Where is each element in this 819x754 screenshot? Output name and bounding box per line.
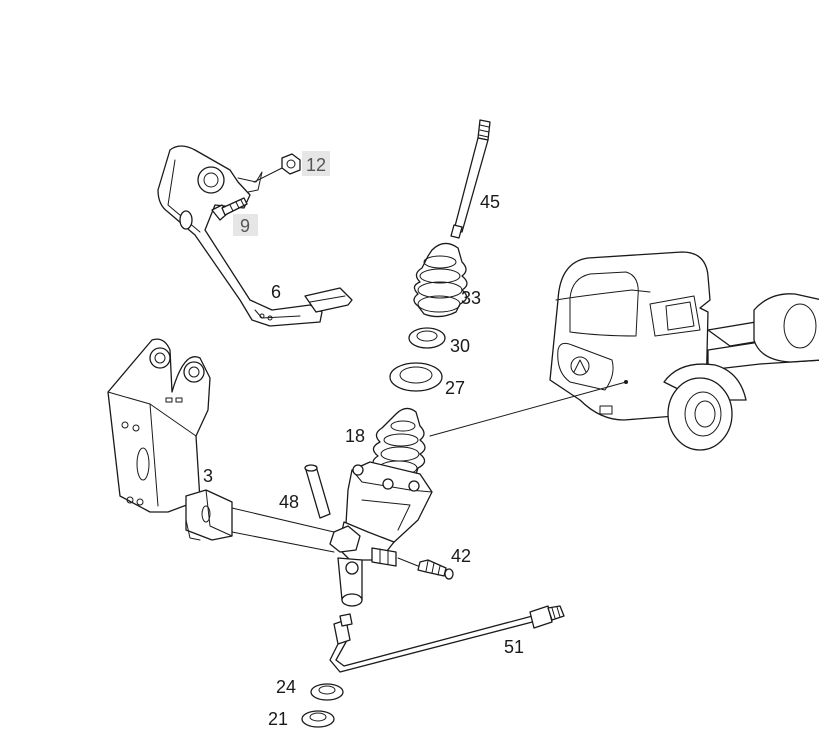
label-21: 21 [268, 709, 288, 729]
mounting-bracket-3 [107, 338, 335, 553]
pedal-assembly [157, 145, 353, 327]
bolt-9 [211, 197, 248, 221]
label-30: 30 [450, 336, 470, 356]
label-24: 24 [276, 677, 296, 697]
label-45: 45 [480, 192, 500, 212]
seal-21 [301, 710, 335, 728]
label-33: 33 [461, 288, 481, 308]
label-48: 48 [279, 492, 299, 512]
pipe-51 [329, 605, 565, 673]
nut-12 [253, 153, 301, 183]
label-3: 3 [203, 466, 213, 486]
label-6: 6 [271, 282, 281, 302]
pin-48 [304, 464, 331, 519]
boot-33 [413, 242, 468, 318]
label-42: 42 [451, 546, 471, 566]
push-rod-45 [450, 119, 491, 239]
ring-30 [408, 327, 446, 349]
ring-27 [389, 362, 443, 392]
label-51: 51 [504, 637, 524, 657]
bleed-screw-42 [397, 557, 454, 580]
clutch-cylinder-18 [329, 407, 433, 607]
label-9-highlight [233, 214, 258, 236]
label-9: 9 [240, 216, 250, 236]
leader-line-truck [429, 381, 627, 437]
truck-illustration [549, 251, 819, 451]
label-18: 18 [345, 426, 365, 446]
seal-24 [310, 683, 344, 701]
label-12: 12 [306, 155, 326, 175]
label-12-highlight [302, 151, 330, 176]
label-27: 27 [445, 378, 465, 398]
